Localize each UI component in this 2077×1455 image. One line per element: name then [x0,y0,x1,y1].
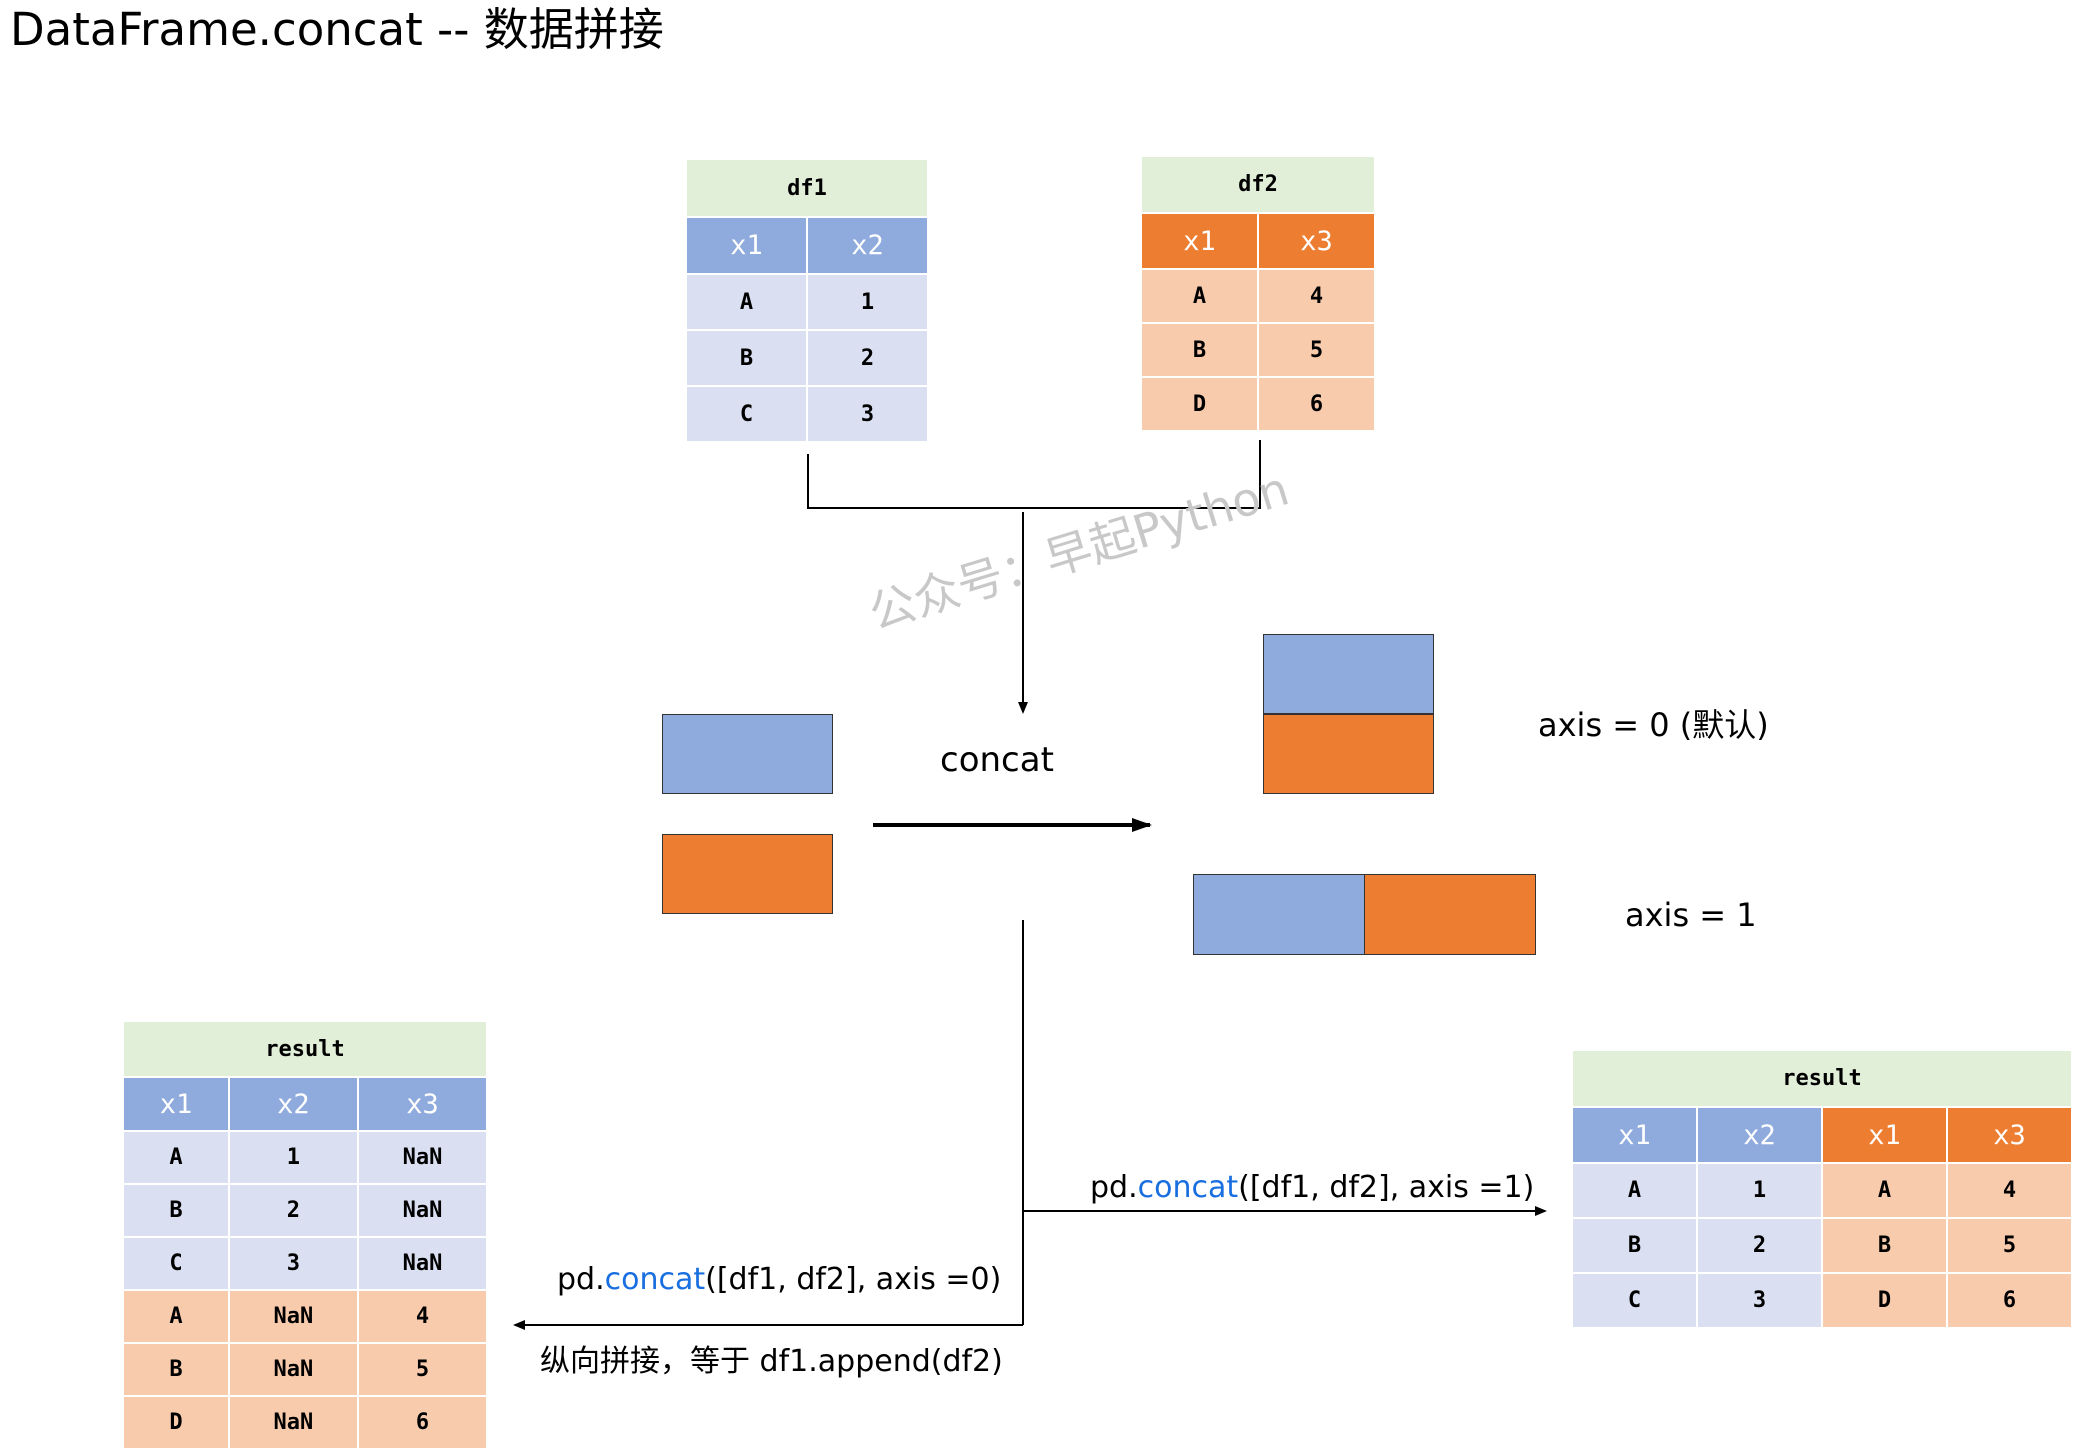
table-cell: B [1142,324,1257,376]
table-cell: NaN [358,1132,486,1183]
df2-caption: df2 [1142,157,1374,212]
table-cell: B [124,1185,228,1236]
code-args: ([df1, df2], axis =0) [705,1262,1002,1297]
table-cell: B [687,331,806,385]
df1-header-x1: x1 [687,218,806,273]
df2-header-x1: x1 [1142,214,1257,268]
table-cell: A [1823,1164,1946,1217]
axis1-block-df1 [1193,874,1365,955]
code-prefix: pd. [1090,1170,1138,1205]
table-cell: D [1823,1274,1946,1327]
axis0-code: pd.concat([df1, df2], axis =0) [557,1262,1001,1297]
table-cell: NaN [358,1185,486,1236]
table-cell: 3 [229,1238,357,1289]
table-cell: NaN [358,1238,486,1289]
table-cell: 5 [1948,1219,2071,1272]
result-axis1-header: x2 [1698,1108,1821,1162]
result-axis1-header: x1 [1823,1108,1946,1162]
axis0-label: axis = 0 (默认) [1538,706,1769,744]
table-cell: NaN [229,1344,357,1395]
table-cell: 2 [229,1185,357,1236]
table-cell: 1 [1698,1164,1821,1217]
table-cell: 5 [358,1344,486,1395]
table-cell: B [1573,1219,1696,1272]
table-cell: A [124,1291,228,1342]
code-prefix: pd. [557,1262,605,1297]
result-axis1-header: x3 [1948,1108,2071,1162]
table-cell: NaN [229,1397,357,1448]
table-cell: 5 [1259,324,1374,376]
table-cell: 6 [1948,1274,2071,1327]
df1-block [662,714,833,794]
table-cell: 3 [1698,1274,1821,1327]
code-args: ([df1, df2], axis =1) [1238,1170,1535,1205]
page-title: DataFrame.concat -- 数据拼接 [10,3,664,56]
table-cell: B [124,1344,228,1395]
table-cell: 1 [808,275,927,329]
df2-block [662,834,833,914]
table-cell: NaN [229,1291,357,1342]
table-cell: C [1573,1274,1696,1327]
concat-label: concat [940,740,1054,780]
axis0-block-df1 [1263,634,1434,714]
table-cell: A [124,1132,228,1183]
table-cell: A [1142,270,1257,322]
table-cell: 6 [358,1397,486,1448]
table-cell: D [1142,378,1257,430]
table-cell: 2 [1698,1219,1821,1272]
table-cell: A [687,275,806,329]
axis0-block-df2 [1263,714,1434,794]
table-cell: C [687,387,806,441]
table-cell: A [1573,1164,1696,1217]
df1-caption: df1 [687,160,927,216]
result-axis0-caption: result [124,1022,486,1076]
table-cell: 4 [1948,1164,2071,1217]
axis1-code: pd.concat([df1, df2], axis =1) [1090,1170,1534,1205]
code-function: concat [1137,1170,1239,1205]
result-axis0-header: x2 [229,1078,357,1130]
df1-header-x2: x2 [808,218,927,273]
table-cell: B [1823,1219,1946,1272]
axis1-block-df2 [1364,874,1536,955]
axis1-label: axis = 1 [1625,896,1757,934]
table-cell: D [124,1397,228,1448]
watermark-text: 公众号：早起Python [862,461,1295,641]
df2-header-x3: x3 [1259,214,1374,268]
result-axis0-header: x1 [124,1078,228,1130]
axis0-note: 纵向拼接，等于 df1.append(df2) [540,1344,1003,1379]
table-cell: 2 [808,331,927,385]
result-axis0-header: x3 [358,1078,486,1130]
table-cell: 4 [1259,270,1374,322]
result-axis1-caption: result [1573,1051,2071,1106]
table-cell: C [124,1238,228,1289]
table-cell: 4 [358,1291,486,1342]
code-function: concat [604,1262,706,1297]
result-axis1-header: x1 [1573,1108,1696,1162]
table-cell: 3 [808,387,927,441]
table-cell: 6 [1259,378,1374,430]
table-cell: 1 [229,1132,357,1183]
